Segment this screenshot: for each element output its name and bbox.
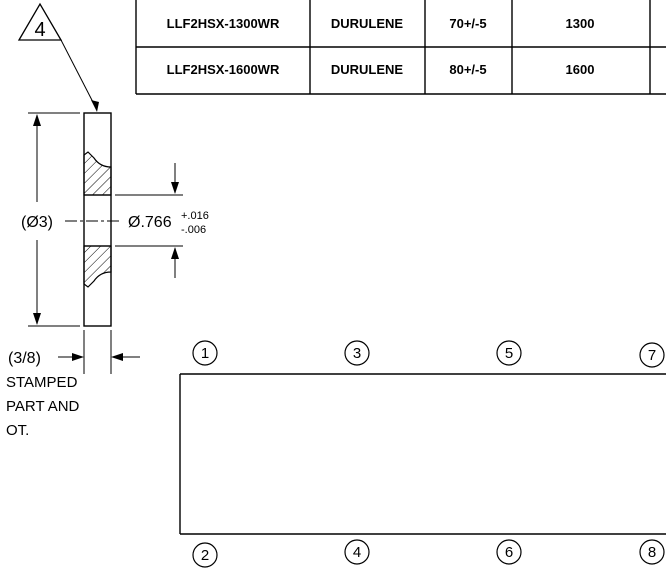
outer-diameter-dimension [28, 112, 80, 327]
outer-diameter-label: (Ø3) [21, 214, 53, 231]
arrowhead [33, 114, 41, 126]
balloon-6: 6 [505, 544, 513, 561]
balloon-5: 5 [505, 345, 513, 362]
flag-note-triangle [17, 2, 99, 112]
bore-diameter-label: Ø.766 [128, 214, 172, 231]
note-line-2: PART AND [6, 398, 80, 415]
washer-section [65, 112, 120, 327]
thickness-label: (3/8) [8, 350, 41, 367]
flag-note-number: 4 [34, 19, 45, 41]
balloon-3: 3 [353, 345, 361, 362]
table-row-2-material: DURULENE [331, 62, 404, 77]
balloon-2: 2 [201, 547, 209, 564]
spec-table [135, 0, 666, 95]
table-row-1-part: LLF2HSX-1300WR [167, 16, 280, 31]
note-line-1: STAMPED [6, 374, 78, 391]
bore-tolerance-upper: +.016 [181, 210, 209, 222]
balloon-1: 1 [201, 345, 209, 362]
table-row-2-value: 1600 [566, 62, 595, 77]
thickness-dimension [58, 330, 140, 374]
arrowhead [72, 353, 84, 361]
arrowhead [171, 182, 179, 194]
table-row-2-part: LLF2HSX-1600WR [167, 62, 280, 77]
table-row-2-hardness: 80+/-5 [449, 62, 486, 77]
bore-tolerance-lower: -.006 [181, 224, 206, 236]
table-row-1-hardness: 70+/-5 [449, 16, 486, 31]
balloon-4: 4 [353, 544, 361, 561]
arrowhead [33, 313, 41, 325]
table-row-1-value: 1300 [566, 16, 595, 31]
balloon-row-top [192, 340, 665, 368]
marking-area [179, 373, 666, 535]
note-line-3: OT. [6, 422, 29, 439]
arrowhead [111, 353, 123, 361]
arrowhead [171, 247, 179, 259]
balloon-7: 7 [648, 347, 656, 364]
table-row-1-material: DURULENE [331, 16, 404, 31]
balloon-row-bottom [192, 539, 665, 568]
balloon-8: 8 [648, 544, 656, 561]
